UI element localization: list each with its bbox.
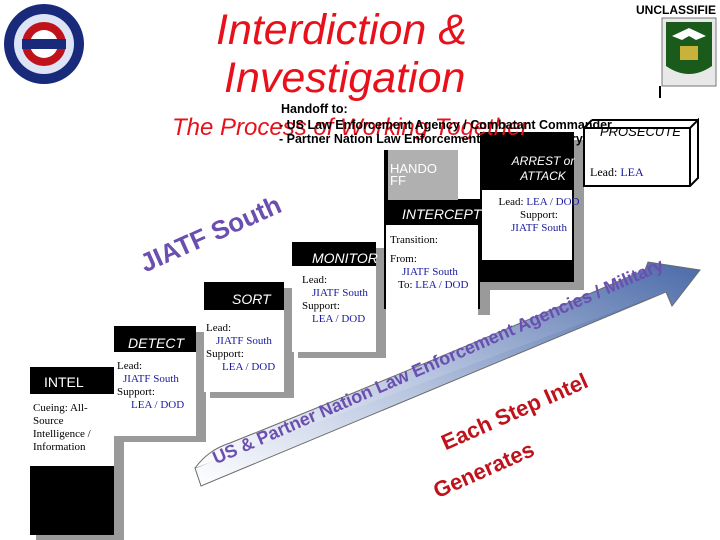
sort-support: LEA / DOD [222, 361, 276, 373]
step-label-intel: INTEL [44, 374, 84, 390]
handoff-line-partner: - Partner Nation Law Enforcement Agency … [279, 132, 583, 146]
transition-to: LEA / DOD [415, 279, 469, 291]
transition-from-label: From: [390, 253, 417, 265]
intercept-transition: Transition: From: JIATF South To: LEA / … [390, 234, 482, 292]
detect-support: LEA / DOD [131, 399, 185, 411]
detect-lead-label: Lead: [117, 360, 143, 372]
monitor-lead-label: Lead: [302, 274, 328, 286]
detect-lead: JIATF South [123, 373, 179, 385]
handoff-step-box [384, 150, 458, 200]
step-label-sort: SORT [232, 291, 271, 307]
sort-lead: JIATF South [216, 335, 272, 347]
intercept-lead: LEA / DOD [526, 196, 580, 208]
page-title-line1: Interdiction & [216, 6, 467, 54]
step-label-handoff: HANDO FF [390, 161, 437, 188]
sort-lead-label: Lead: [206, 322, 232, 334]
classification-marking: UNCLASSIFIE [636, 3, 717, 17]
sort-support-label: Support: [206, 348, 244, 360]
intercept-support: JIATF South [511, 222, 567, 234]
arrest-lead: LEA [620, 165, 644, 179]
step-label-monitor: MONITOR [312, 250, 378, 266]
jiatf-south-seal-icon [4, 4, 84, 84]
transition-from: JIATF South [402, 266, 458, 278]
sort-roles: Lead: JIATF South Support: LEA / DOD [206, 322, 284, 374]
intel-cueing-note: Cueing: All-Source Intelligence / Inform… [33, 402, 91, 453]
intercept-lead-label: Lead: [498, 196, 524, 208]
southcom-eagle-crest-icon [661, 17, 717, 87]
detect-roles: Lead: JIATF South Support: LEA / DOD [117, 360, 195, 412]
detect-support-label: Support: [117, 386, 155, 398]
arrest-roles: Lead: LEA [590, 166, 670, 179]
page-subtitle: The Process of Working Together [172, 114, 529, 141]
intercept-support-label: Support: [520, 209, 558, 221]
arrest-lead-label: Lead: [590, 165, 618, 179]
step-label-detect: DETECT [128, 335, 184, 351]
page-title-line2: Investigation [224, 54, 466, 102]
intercept-roles: Lead: LEA / DOD Support: JIATF South [497, 196, 581, 235]
step-label-arrest: ARREST or ATTACK [511, 154, 575, 183]
step-label-prosecute: PROSECUTE [600, 124, 681, 139]
monitor-roles: Lead: JIATF South Support: LEA / DOD [302, 274, 378, 326]
handoff-line-us: - US Law Enforcement Agency / Combatant … [279, 118, 612, 132]
monitor-support-label: Support: [302, 300, 340, 312]
monitor-support: LEA / DOD [312, 313, 366, 325]
step-label-intercept: INTERCEPT [402, 206, 482, 222]
transition-label: Transition: [390, 234, 438, 246]
monitor-lead: JIATF South [312, 287, 368, 299]
process-arrow-upper [194, 261, 701, 469]
handoff-heading: Handoff to: [281, 102, 348, 116]
transition-to-label: To: [398, 279, 413, 291]
